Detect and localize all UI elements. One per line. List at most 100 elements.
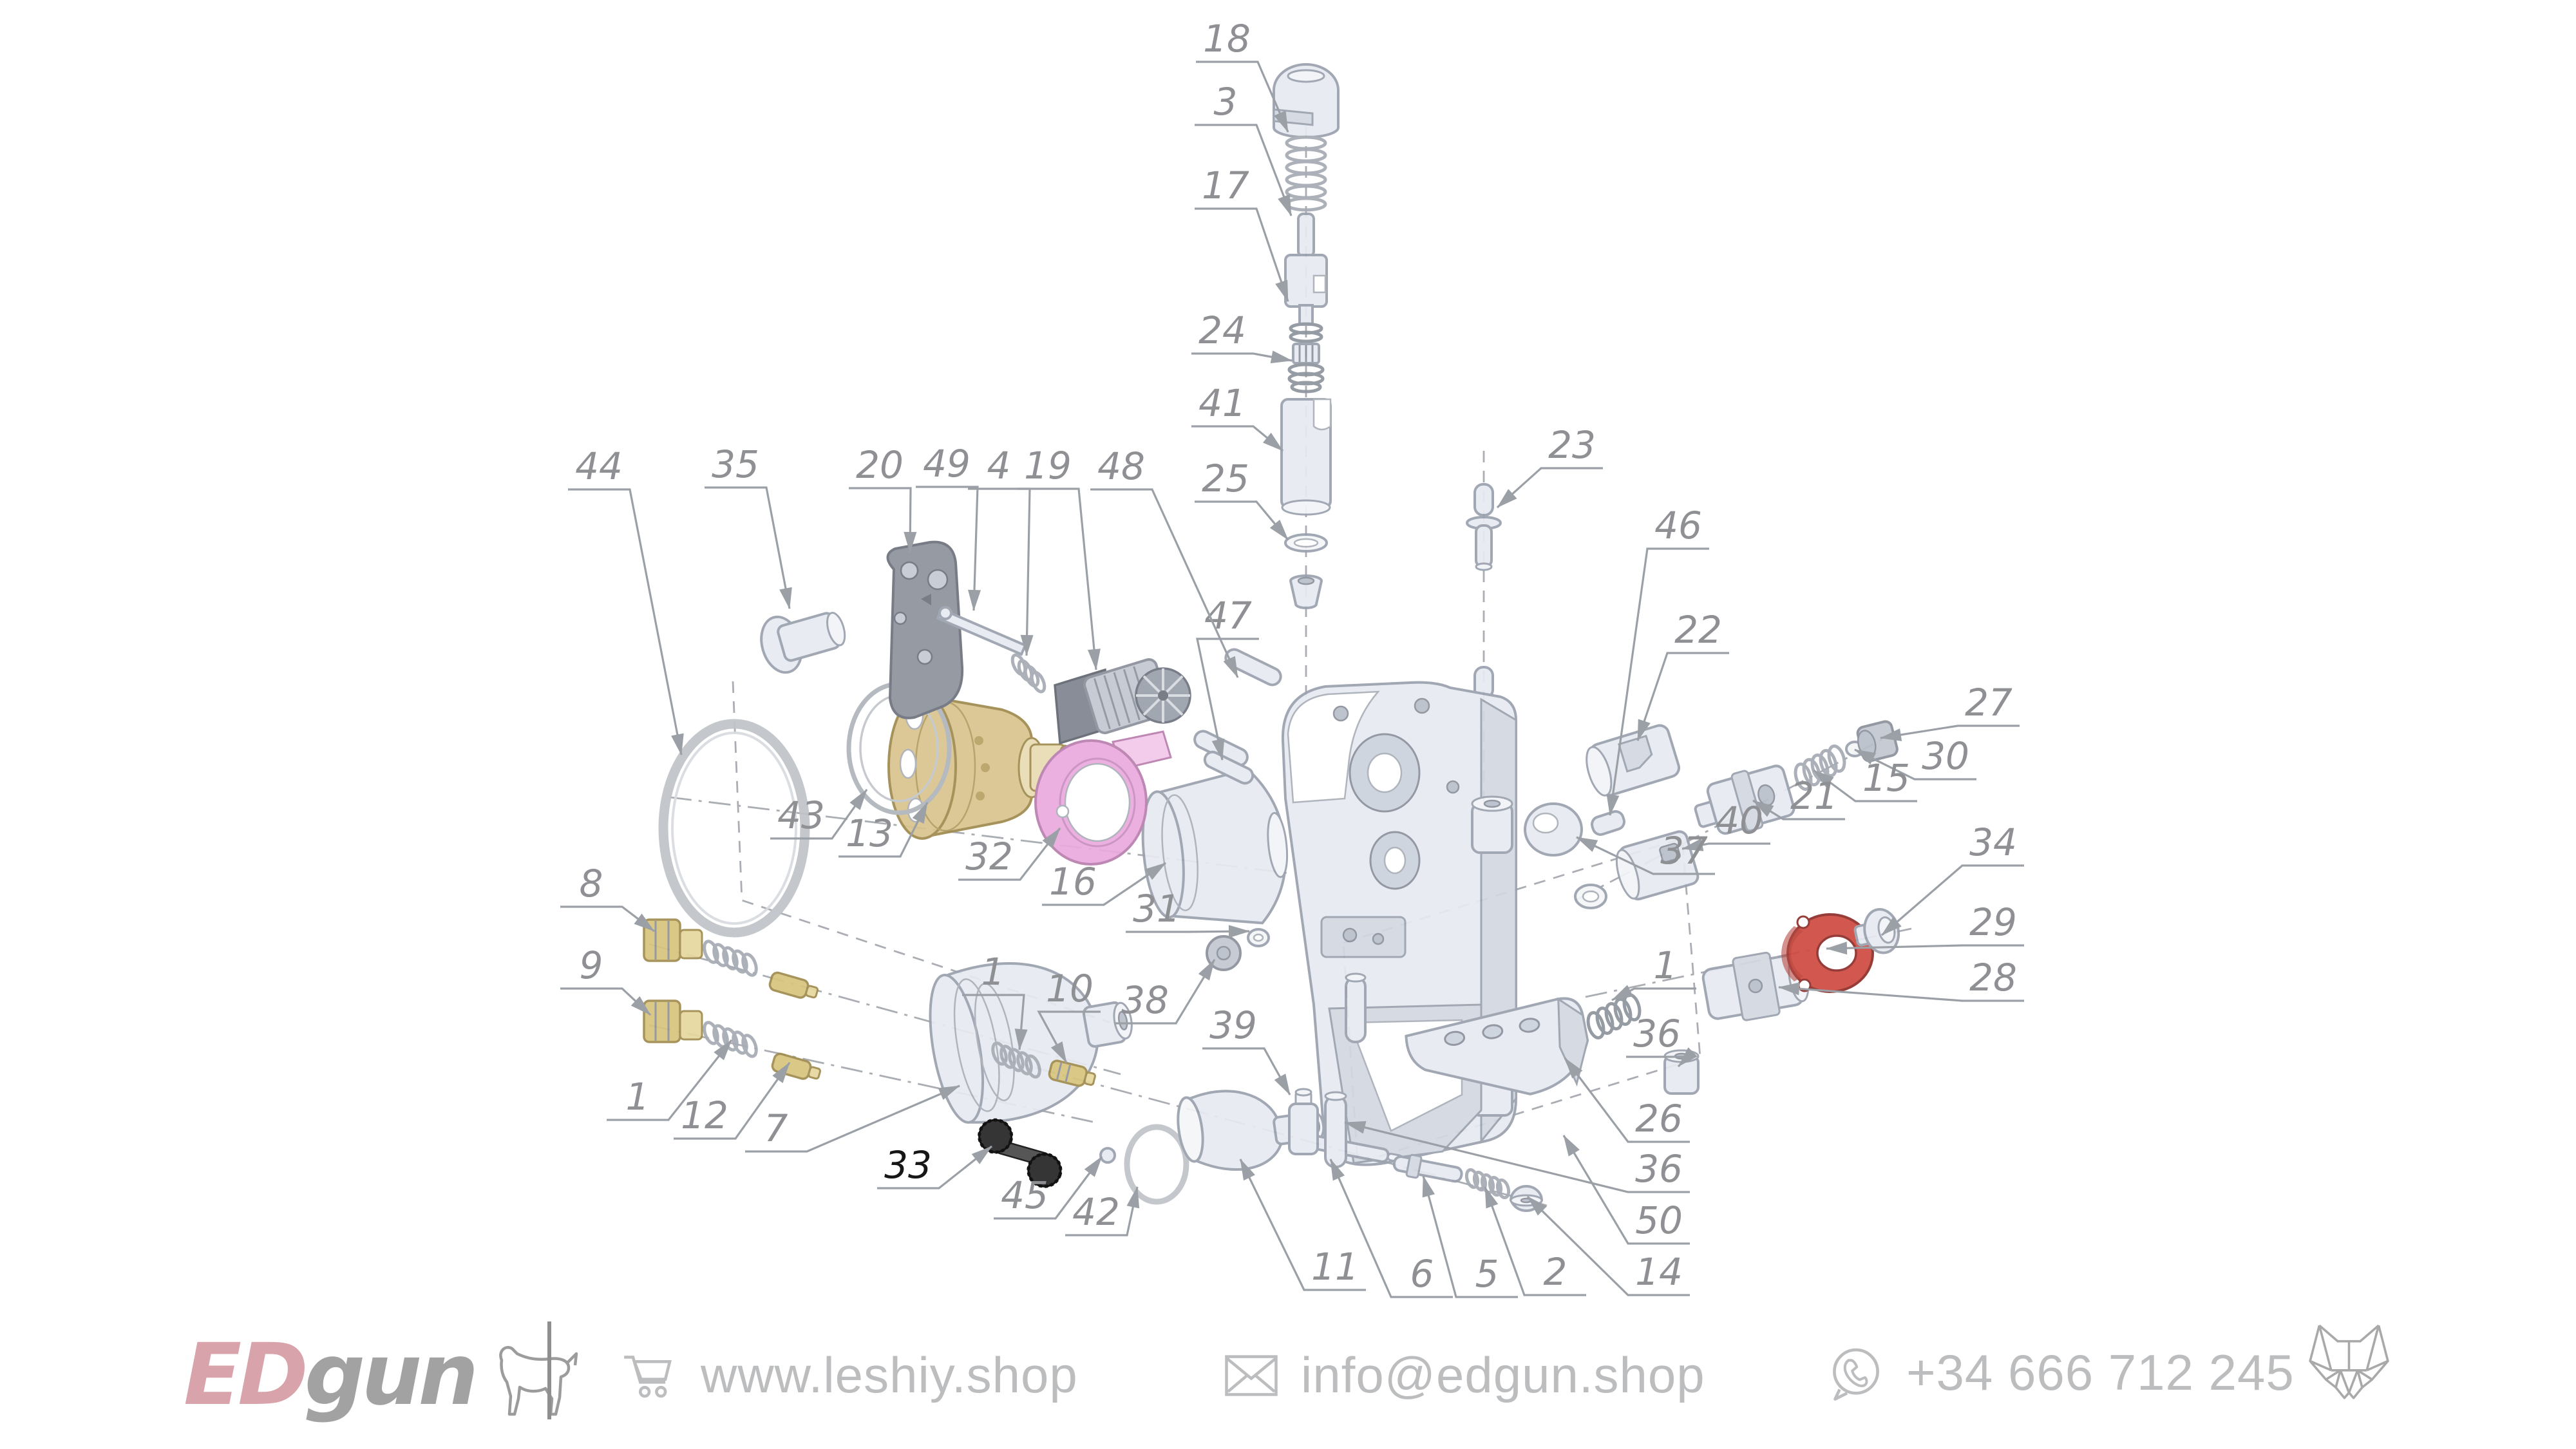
part-label-47-6: 47 <box>1204 594 1252 638</box>
leader-line-2-32 <box>1484 1186 1586 1296</box>
leader-line-45-37 <box>994 1156 1103 1220</box>
part-label-46-15: 46 <box>1654 504 1702 547</box>
wolf-head-icon <box>2309 1324 2389 1399</box>
part-18-end-cap <box>1273 63 1340 138</box>
leader-line-1-41 <box>607 1039 733 1121</box>
leader-line-3-1 <box>1195 124 1293 216</box>
leader-line-13-45 <box>838 802 929 858</box>
part-31-main-body <box>1281 681 1517 1166</box>
part-40-sleeve <box>1615 830 1700 901</box>
cart-icon <box>624 1355 672 1397</box>
part-pin-vertical <box>1345 972 1367 1043</box>
part-42-o-ring <box>1124 1124 1189 1205</box>
leader-line-19-12 <box>1017 488 1101 670</box>
body-boss-top <box>1471 795 1513 854</box>
part-label-23-14: 23 <box>1548 423 1596 467</box>
leader-line-20-9 <box>849 487 917 553</box>
part-label-34-23: 34 <box>1969 820 2017 864</box>
leader-line-35-8 <box>705 486 792 609</box>
logo-text-gun: gun <box>304 1325 478 1425</box>
part-label-14-31: 14 <box>1635 1250 1683 1294</box>
phone-link[interactable]: +34 666 712 245 <box>1828 1343 2295 1402</box>
part-label-2-32: 2 <box>1544 1250 1567 1294</box>
leader-line-39-50 <box>1202 1047 1291 1095</box>
whatsapp-phone-icon <box>1833 1348 1879 1401</box>
part-8-brass-fitting-row <box>643 918 819 999</box>
leader-line-29-24 <box>1826 942 2024 955</box>
part-label-35-8: 35 <box>712 442 759 486</box>
part-48-pins <box>1193 648 1282 767</box>
leader-line-41-4 <box>1191 425 1284 452</box>
leader-line-44-7 <box>568 488 684 755</box>
logo-text-ed: ED <box>184 1325 308 1425</box>
leader-line-10-51 <box>1037 1010 1101 1063</box>
leader-line-1-26 <box>1611 985 1696 1001</box>
leader-line-40-21 <box>1681 838 1770 851</box>
part-washer-right-chain <box>1574 884 1607 909</box>
part-label-28-25: 28 <box>1969 956 2017 999</box>
part-1-spring-middle <box>991 1041 1041 1079</box>
leader-line-33-38 <box>877 1145 992 1189</box>
part-label-39-50: 39 <box>1209 1003 1257 1047</box>
part-label-6-34: 6 <box>1410 1252 1434 1296</box>
part-label-22-16: 22 <box>1674 608 1722 652</box>
leader-line-37-22 <box>1576 836 1715 875</box>
part-9-brass-fitting-row <box>643 999 822 1080</box>
leader-line-27-17 <box>1880 724 2020 741</box>
part-label-33-38: 33 <box>884 1143 932 1187</box>
part-label-1-26: 1 <box>1654 943 1678 987</box>
part-24-valve-poppet <box>1287 343 1325 393</box>
part-22-slotted-valve <box>1586 724 1681 797</box>
website-text: www.leshiy.shop <box>701 1347 1078 1403</box>
part-label-19-12: 19 <box>1024 444 1072 488</box>
part-label-17-2: 17 <box>1202 164 1249 207</box>
leader-line-14-31 <box>1526 1195 1690 1296</box>
part-label-36-27: 36 <box>1633 1012 1681 1056</box>
part-33-thumbscrew-black <box>978 1118 1063 1188</box>
part-25-o-ring <box>1284 533 1328 553</box>
part-41-valve-sleeve <box>1280 398 1332 516</box>
part-label-50-30: 50 <box>1635 1198 1683 1242</box>
part-label-40-21: 40 <box>1716 799 1763 842</box>
part-label-13-45: 13 <box>846 811 893 855</box>
part-4-spring-small <box>1010 653 1046 694</box>
part-label-26-28: 26 <box>1635 1097 1683 1141</box>
leader-line-23-14 <box>1496 467 1603 509</box>
leader-line-36-27 <box>1626 1047 1698 1068</box>
part-label-4-11: 4 <box>987 444 1011 488</box>
part-label-44-7: 44 <box>575 444 623 488</box>
part-label-29-24: 29 <box>1969 900 2017 944</box>
construction-lines <box>649 126 1912 1207</box>
leader-line-49-10 <box>916 486 981 611</box>
leader-line-46-15 <box>1606 547 1709 816</box>
part-label-48-13: 48 <box>1097 444 1145 488</box>
part-label-7-39: 7 <box>764 1106 788 1150</box>
email-link[interactable]: info@edgun.shop <box>1224 1346 1705 1405</box>
leader-line-22-16 <box>1636 652 1729 741</box>
part-46-pin <box>1591 810 1625 836</box>
part-label-3-1: 3 <box>1214 80 1238 124</box>
leader-line-15-19 <box>1813 769 1917 802</box>
leader-line-36-29 <box>1344 1121 1690 1193</box>
leader-line-7-39 <box>745 1084 960 1153</box>
website-link[interactable]: www.leshiy.shop <box>620 1346 1078 1405</box>
leader-line-8-43 <box>560 905 655 933</box>
part-44-o-ring-large <box>658 719 810 938</box>
part-label-10-51: 10 <box>1046 967 1094 1010</box>
part-label-45-37: 45 <box>1001 1173 1048 1217</box>
leader-line-12-40 <box>674 1062 791 1140</box>
leader-line-34-23 <box>1880 864 2024 936</box>
part-label-41-4: 41 <box>1198 381 1246 425</box>
part-37-dome-plug <box>1524 802 1583 857</box>
part-label-9-42: 9 <box>580 943 603 987</box>
part-label-24-3: 24 <box>1198 308 1246 352</box>
part-17-valve-stem <box>1284 213 1328 343</box>
part-45-ball <box>1099 1147 1116 1164</box>
part-label-32-46: 32 <box>965 835 1013 878</box>
part-label-38-49: 38 <box>1121 978 1169 1022</box>
part-38-socket-screw <box>1206 928 1270 971</box>
part-pin-lower <box>1324 1091 1347 1168</box>
